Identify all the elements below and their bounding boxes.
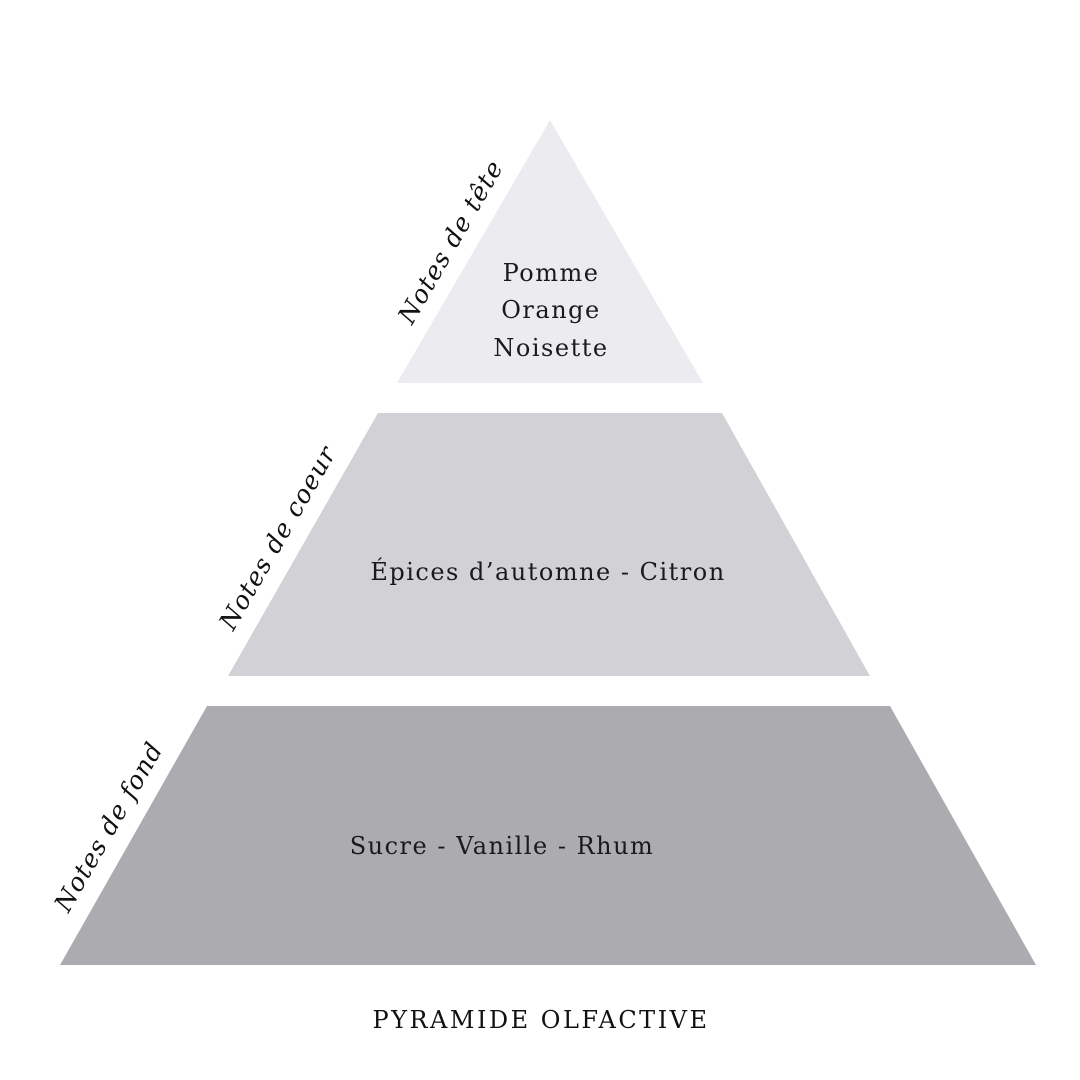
tier-bottom-notes: Sucre - Vanille - Rhum [350,832,655,860]
tier-top-note-1: Pomme [503,259,600,287]
tier-top-note-2: Orange [501,296,600,324]
tier-bottom-shape [60,706,1036,965]
tier-middle-shape [228,413,870,676]
tier-middle-notes: Épices d’automne - Citron [370,557,725,586]
tier-top-note-3: Noisette [493,334,608,362]
tier-top-shape [397,120,703,383]
caption: PYRAMIDE OLFACTIVE [372,1006,709,1034]
